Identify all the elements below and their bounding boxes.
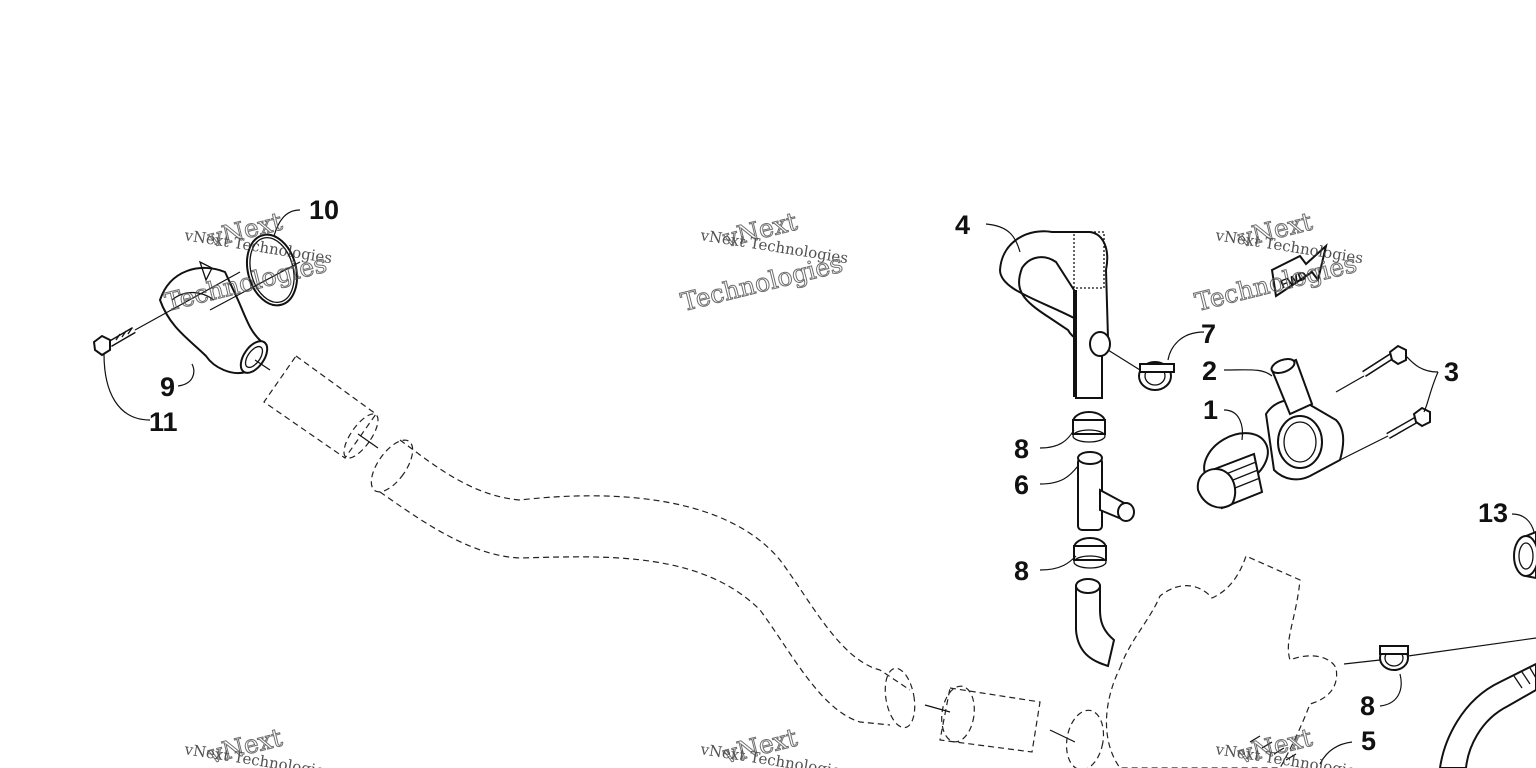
leader-6 — [1039, 465, 1079, 485]
callout-9: 9 — [160, 372, 175, 402]
bolt-part-3-lower — [1386, 406, 1431, 440]
callout-8-upper: 8 — [1014, 434, 1029, 464]
lower-bypass-hose — [1075, 578, 1116, 668]
callout-1: 1 — [1203, 395, 1218, 425]
hose-clamp-part-7 — [1138, 361, 1175, 391]
tee-fitting-part-6 — [1077, 451, 1135, 531]
callout-2: 2 — [1202, 356, 1217, 386]
bypass-hose-part-4 — [998, 230, 1111, 399]
callout-4: 4 — [955, 210, 970, 240]
fitting-part-13 — [1513, 530, 1536, 580]
watermark-bottom-center: vNext vNext Technologies — [698, 722, 849, 768]
bolt3-axis-lower — [1339, 435, 1389, 461]
callout-10: 10 — [309, 195, 339, 225]
leader-4 — [985, 223, 1021, 253]
callout-7: 7 — [1201, 319, 1216, 349]
callout-3: 3 — [1444, 357, 1459, 387]
leader-7 — [1167, 331, 1205, 361]
hose-clamp-part-8-right — [1379, 645, 1409, 671]
watermark-top-right: vNext vNext Technologies Technologies — [1191, 206, 1364, 317]
watermark-bottom-left: vNext vNext Technologies — [182, 722, 333, 768]
hose-clamp-part-8-lower — [1073, 537, 1107, 569]
thermostat-part-1 — [1196, 432, 1269, 510]
clamp7-axis — [1107, 349, 1141, 371]
bolt-axis-line — [134, 271, 241, 331]
leader-11 — [103, 353, 151, 421]
callout-13: 13 — [1478, 498, 1508, 528]
leader-5 — [1319, 741, 1353, 765]
watermark-bottom-right: vNext vNext Technologies — [1213, 722, 1364, 768]
dashed-radiator-hose — [254, 355, 1105, 768]
callout-8-right: 8 — [1360, 691, 1375, 721]
callout-8-lower: 8 — [1014, 556, 1029, 586]
watermark-big-bottom: Technologies — [1192, 249, 1360, 317]
outlet-elbow-part-9 — [158, 260, 269, 374]
leader-8b — [1039, 555, 1077, 571]
oring-axis-line — [209, 261, 301, 311]
leader-1 — [1223, 409, 1244, 441]
leader-3a — [1405, 355, 1439, 373]
o-ring-part-10 — [246, 233, 298, 307]
callout-5: 5 — [1361, 726, 1376, 756]
leader-8c — [1379, 673, 1402, 707]
leader-13 — [1511, 513, 1535, 533]
watermark-top-center: vNext vNext Technologies Technologies — [677, 206, 849, 317]
radiator-hose-part-5 — [1249, 662, 1536, 768]
callout-6: 6 — [1014, 470, 1029, 500]
leader-8a — [1039, 429, 1075, 449]
leader-3b — [1423, 371, 1439, 413]
leader-10 — [273, 209, 301, 237]
bolt3-axis-upper — [1335, 375, 1365, 393]
watermark-big-bottom: Technologies — [162, 249, 330, 317]
bolt-part-3-upper — [1362, 344, 1407, 377]
clamp8c-axis-left — [1343, 659, 1381, 665]
hose-clamp-part-8-upper — [1072, 411, 1106, 443]
leader-9 — [177, 363, 195, 387]
leader-2 — [1223, 369, 1273, 377]
bolt-part-11 — [92, 326, 136, 357]
callout-11: 11 — [149, 407, 178, 437]
watermark-big-bottom: Technologies — [678, 249, 846, 317]
thermostat-housing-part-2 — [1264, 358, 1345, 481]
clamp8c-axis-right — [1407, 637, 1536, 657]
